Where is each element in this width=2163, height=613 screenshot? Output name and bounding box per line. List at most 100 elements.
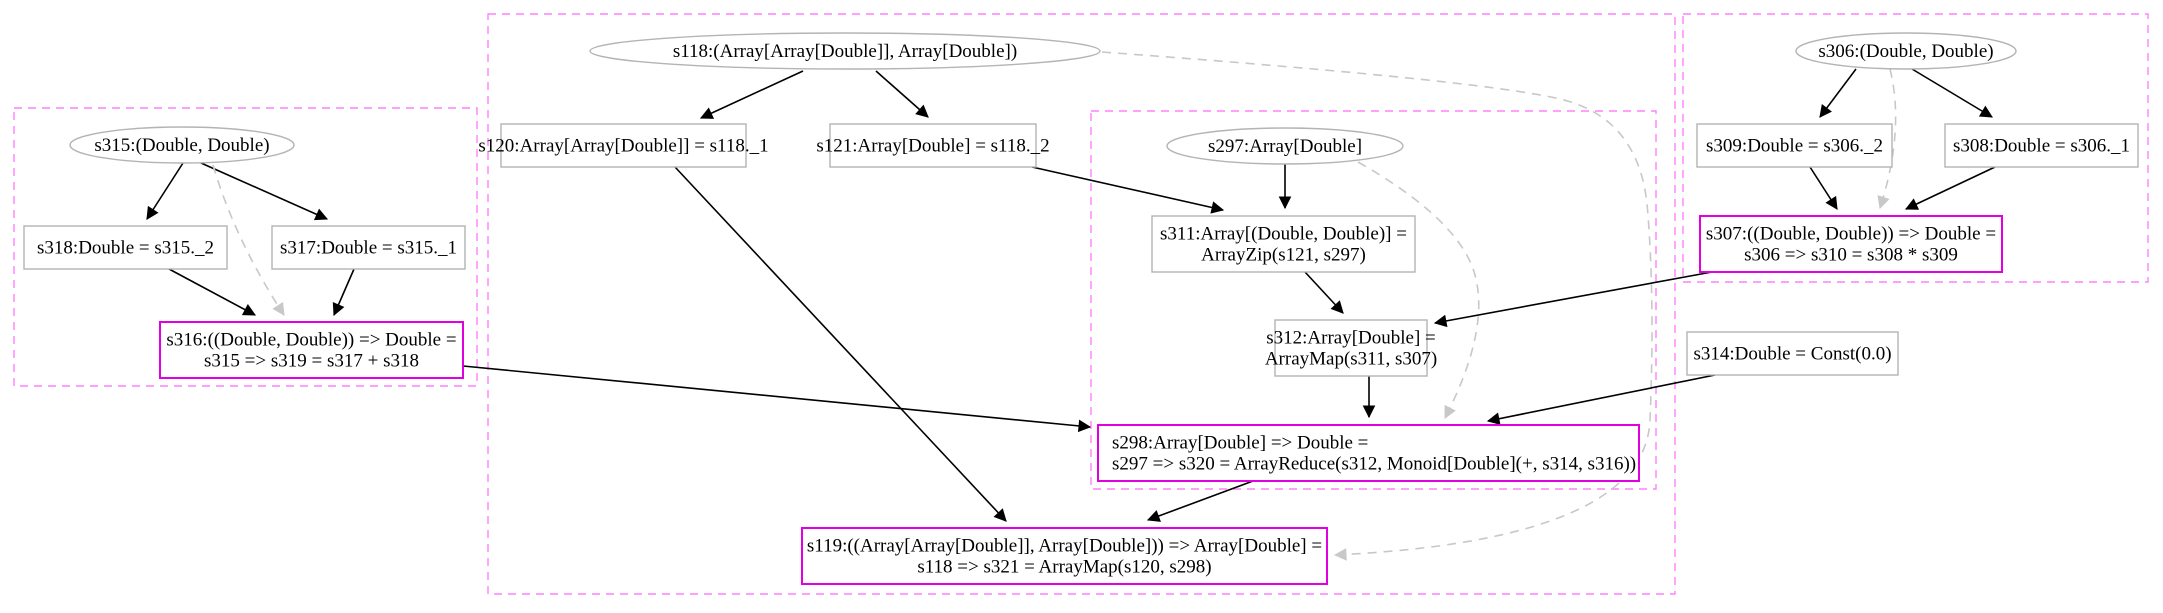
node-s120-shape: [500, 123, 747, 168]
node-s118-label-line-1: s118:(Array[Array[Double]], Array[Double…: [673, 41, 1017, 62]
node-s307-label-line-2: s306 => s310 = s308 * s309: [1744, 245, 1958, 266]
edge-s314-s298-arrowhead: [1486, 412, 1501, 425]
node-s317-label-line-1: s317:Double = s315._1: [280, 238, 457, 259]
edge-s308-s307-arrowhead: [1904, 198, 1920, 210]
edge-s315-s318-arrowhead: [146, 205, 159, 220]
node-s312-label-line-2: ArrayMap(s311, s307): [1265, 349, 1437, 370]
edge-s307-s312-line: [1434, 271, 1713, 324]
node-s297-shape: [1166, 127, 1404, 165]
edge-s306-s308-line: [1911, 68, 1993, 118]
edge-s118-s121-arrowhead: [915, 104, 929, 118]
node-s121-shape: [829, 123, 1037, 168]
node-s316-label-line-1: s316:((Double, Double)) => Double =: [166, 330, 456, 351]
edge-s316-s298-arrowhead: [1077, 419, 1092, 433]
edge-s312-s298-arrowhead: [1362, 405, 1376, 419]
edge-s309-s307-arrowhead: [1825, 195, 1838, 210]
edge-s118-s119-arrowhead: [1333, 548, 1347, 561]
cluster-s315-scope: [13, 107, 478, 387]
edge-s121-s311-arrowhead: [1210, 201, 1225, 214]
node-s315-label-line-1: s315:(Double, Double): [94, 135, 269, 156]
node-s120: s120:Array[Array[Double]] = s118._1: [478, 123, 769, 168]
edge-s297-s298-line: [1357, 161, 1480, 419]
node-s318-shape: [23, 225, 228, 270]
node-s312-label-line-1: s312:Array[Double] =: [1266, 328, 1436, 349]
node-s119-label-line-2: s118 => s321 = ArrayMap(s120, s298): [917, 557, 1211, 578]
edge-s315-s317-line: [200, 162, 328, 220]
node-s316-label-line-2: s315 => s319 = s317 + s318: [204, 351, 419, 372]
edge-s297-s298: [1357, 161, 1480, 419]
node-s318: s318:Double = s315._2: [23, 225, 228, 270]
node-s306-shape: [1795, 32, 2017, 70]
node-s298-label-line-2: s297 => s320 = ArrayReduce(s312, Monoid[…: [1112, 454, 1636, 475]
edge-s118-s121-line: [875, 70, 929, 118]
node-s312-shape: [1274, 319, 1428, 377]
node-s316: s316:((Double, Double)) => Double =s315 …: [159, 321, 464, 379]
node-s118: s118:(Array[Array[Double]], Array[Double…: [589, 32, 1101, 70]
edge-s317-s316: [332, 268, 355, 317]
edge-s118-s119: [1101, 51, 1653, 561]
edge-s308-s307-line: [1905, 166, 1996, 210]
nodes-layer: s118:(Array[Array[Double]], Array[Double…: [23, 32, 2139, 585]
edge-s118-s121: [875, 70, 929, 118]
node-s318-label-line-1: s318:Double = s315._2: [37, 238, 214, 259]
cluster-s118-scope: [487, 13, 1676, 595]
node-s309-shape: [1696, 123, 1893, 168]
edge-s121-s311-line: [1031, 166, 1224, 211]
node-s307-label-line-1: s307:((Double, Double)) => Double =: [1706, 224, 1996, 245]
edge-s306-s308: [1911, 68, 1993, 118]
node-s311-shape: [1151, 215, 1416, 273]
cluster-s306-scope: [1682, 13, 2149, 283]
node-s306-label-line-1: s306:(Double, Double): [1818, 41, 1993, 62]
node-s119-shape: [801, 527, 1328, 585]
edge-s298-s119-arrowhead: [1146, 510, 1161, 522]
node-s311-label-line-1: s311:Array[(Double, Double)] =: [1160, 224, 1407, 245]
edge-s306-s307-line: [1879, 68, 1897, 209]
edge-s315-s317: [200, 162, 329, 221]
node-s315-shape: [69, 126, 295, 164]
edge-s315-s318: [146, 162, 184, 220]
edge-s309-s307: [1809, 166, 1838, 210]
edge-s120-s119-line: [674, 166, 1007, 522]
edge-s318-s316-arrowhead: [241, 304, 256, 316]
edge-s318-s316: [168, 268, 256, 316]
node-s314-shape: [1686, 331, 1899, 376]
node-s298-shape: [1097, 424, 1640, 482]
edge-s118-s120-arrowhead: [699, 107, 715, 119]
edge-s315-s316: [212, 164, 285, 316]
node-s306: s306:(Double, Double): [1795, 32, 2017, 70]
edge-s315-s317-arrowhead: [313, 208, 329, 221]
edge-s314-s298-line: [1487, 374, 1716, 422]
node-s297-label-line-1: s297:Array[Double]: [1208, 136, 1362, 157]
node-s121: s121:Array[Double] = s118._2: [816, 123, 1050, 168]
edge-s311-s312-arrowhead: [1330, 300, 1344, 314]
node-s307-shape: [1699, 215, 2003, 273]
edge-s120-s119: [674, 166, 1007, 522]
edge-s306-s307: [1877, 68, 1897, 210]
node-s119-label-line-1: s119:((Array[Array[Double]], Array[Doubl…: [807, 536, 1322, 557]
edge-s307-s312: [1433, 271, 1713, 328]
node-s298: s298:Array[Double] => Double =s297 => s3…: [1097, 424, 1640, 482]
edge-s306-s308-arrowhead: [1978, 105, 1993, 118]
edges-layer: [146, 51, 1996, 561]
node-s309-label-line-1: s309:Double = s306._2: [1706, 136, 1883, 157]
node-s316-shape: [159, 321, 464, 379]
node-s308: s308:Double = s306._1: [1944, 123, 2139, 168]
cluster-s297-scope: [1090, 110, 1657, 490]
node-s312: s312:Array[Double] =ArrayMap(s311, s307): [1265, 319, 1437, 377]
edge-s118-s120-line: [700, 70, 804, 119]
edge-s306-s307-arrowhead: [1877, 195, 1890, 210]
node-s118-shape: [589, 32, 1101, 70]
edge-s118-s119-line: [1101, 51, 1653, 556]
node-s311: s311:Array[(Double, Double)] =ArrayZip(s…: [1151, 215, 1416, 273]
edge-s316-s298-line: [462, 365, 1091, 428]
node-s317-shape: [271, 225, 466, 270]
node-s314-label-line-1: s314:Double = Const(0.0): [1693, 344, 1891, 365]
edge-s297-s298-arrowhead: [1444, 404, 1456, 419]
edge-s306-s309: [1819, 68, 1857, 118]
node-s311-label-line-2: ArrayZip(s121, s297): [1201, 245, 1366, 266]
edge-s121-s311: [1031, 166, 1225, 214]
node-s298-label-line-1: s298:Array[Double] => Double =: [1112, 433, 1368, 454]
node-s317: s317:Double = s315._1: [271, 225, 466, 270]
node-s315: s315:(Double, Double): [69, 126, 295, 164]
node-s120-label-line-1: s120:Array[Array[Double]] = s118._1: [478, 136, 768, 157]
